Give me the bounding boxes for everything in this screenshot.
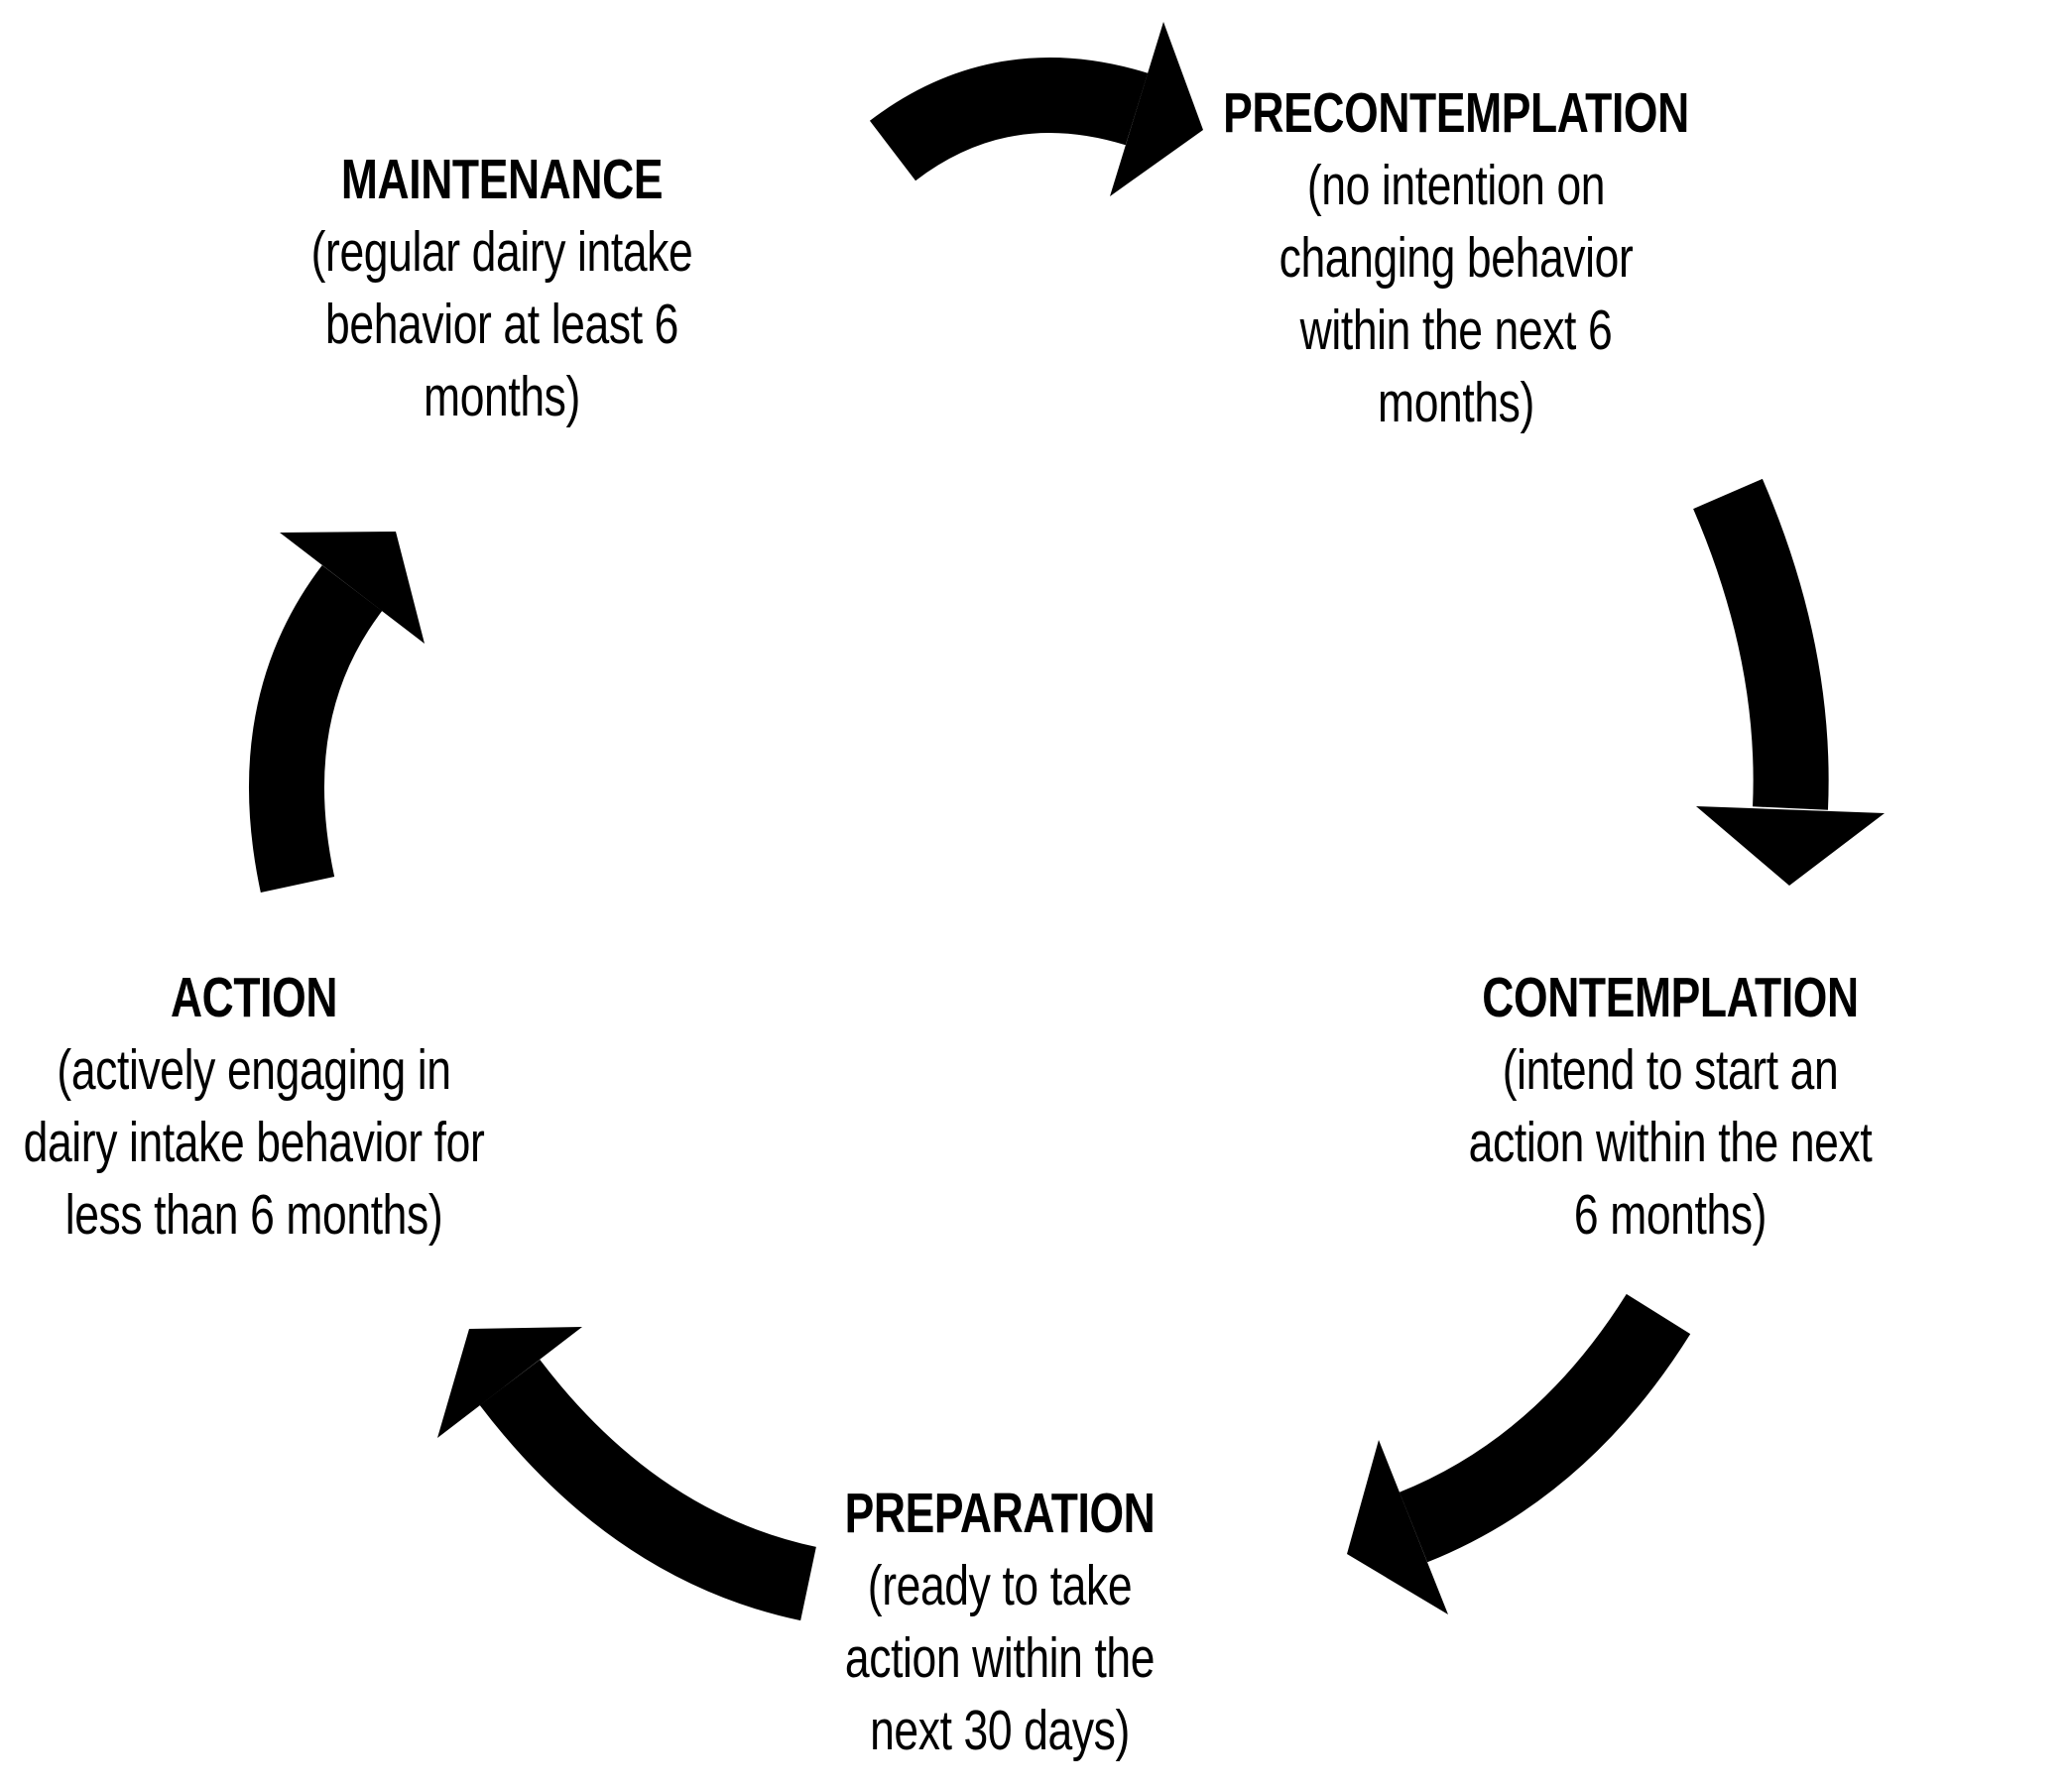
stage-contemplation-desc-line: (intend to start an bbox=[1502, 1038, 1839, 1102]
arrow-head-icon bbox=[1110, 22, 1203, 196]
arrow-maintenance-to-precontemplation bbox=[869, 22, 1203, 196]
stage-preparation-desc-line: action within the bbox=[844, 1626, 1156, 1690]
stage-action-title: ACTION bbox=[170, 966, 338, 1029]
arrow-preparation-to-action bbox=[437, 1327, 817, 1621]
stage-precontemplation-desc-line: changing behavior bbox=[1279, 226, 1634, 290]
stage-maintenance-title: MAINTENANCE bbox=[340, 148, 664, 211]
stage-precontemplation: PRECONTEMPLATION (no intention on changi… bbox=[1147, 77, 1766, 439]
stage-preparation-title: PREPARATION bbox=[844, 1482, 1156, 1545]
stage-contemplation-desc-line: action within the next bbox=[1468, 1111, 1873, 1174]
stage-preparation: PREPARATION (ready to take action within… bbox=[690, 1478, 1309, 1767]
stage-contemplation-title: CONTEMPLATION bbox=[1482, 966, 1859, 1029]
stage-action-desc-line: dairy intake behavior for bbox=[23, 1111, 485, 1174]
stage-precontemplation-desc-line: months) bbox=[1378, 371, 1534, 434]
stage-action: ACTION (actively engaging in dairy intak… bbox=[0, 962, 563, 1252]
arrow-head-icon bbox=[1696, 806, 1885, 886]
stage-maintenance-desc-line: months) bbox=[424, 365, 580, 428]
arrow-action-to-maintenance bbox=[249, 532, 425, 893]
stage-maintenance-desc-line: behavior at least 6 bbox=[325, 293, 678, 356]
arrow-head-icon bbox=[437, 1327, 582, 1438]
arrow-head-icon bbox=[1347, 1440, 1448, 1614]
stage-precontemplation-title: PRECONTEMPLATION bbox=[1223, 81, 1689, 145]
stage-contemplation-desc-line: 6 months) bbox=[1573, 1183, 1767, 1247]
arrow-band bbox=[479, 1359, 817, 1621]
stage-contemplation: CONTEMPLATION (intend to start an action… bbox=[1361, 962, 1980, 1252]
stage-precontemplation-desc-line: (no intention on bbox=[1306, 154, 1606, 217]
arrow-band bbox=[249, 564, 383, 893]
arrow-precontemplation-to-contemplation bbox=[1693, 478, 1885, 886]
arrow-contemplation-to-preparation bbox=[1347, 1293, 1691, 1614]
arrow-band bbox=[869, 58, 1149, 181]
stage-preparation-desc-line: next 30 days) bbox=[870, 1699, 1130, 1762]
stage-maintenance-desc-line: (regular dairy intake bbox=[310, 220, 693, 284]
stage-action-desc-line: (actively engaging in bbox=[57, 1038, 451, 1102]
stage-precontemplation-desc-line: within the next 6 bbox=[1299, 298, 1613, 362]
stage-preparation-desc-line: (ready to take bbox=[867, 1554, 1133, 1617]
arrow-head-icon bbox=[280, 532, 425, 644]
arrow-band bbox=[1693, 478, 1829, 810]
stage-maintenance: MAINTENANCE (regular dairy intake behavi… bbox=[192, 144, 811, 433]
stage-action-desc-line: less than 6 months) bbox=[64, 1183, 443, 1247]
arrow-band bbox=[1399, 1293, 1691, 1563]
